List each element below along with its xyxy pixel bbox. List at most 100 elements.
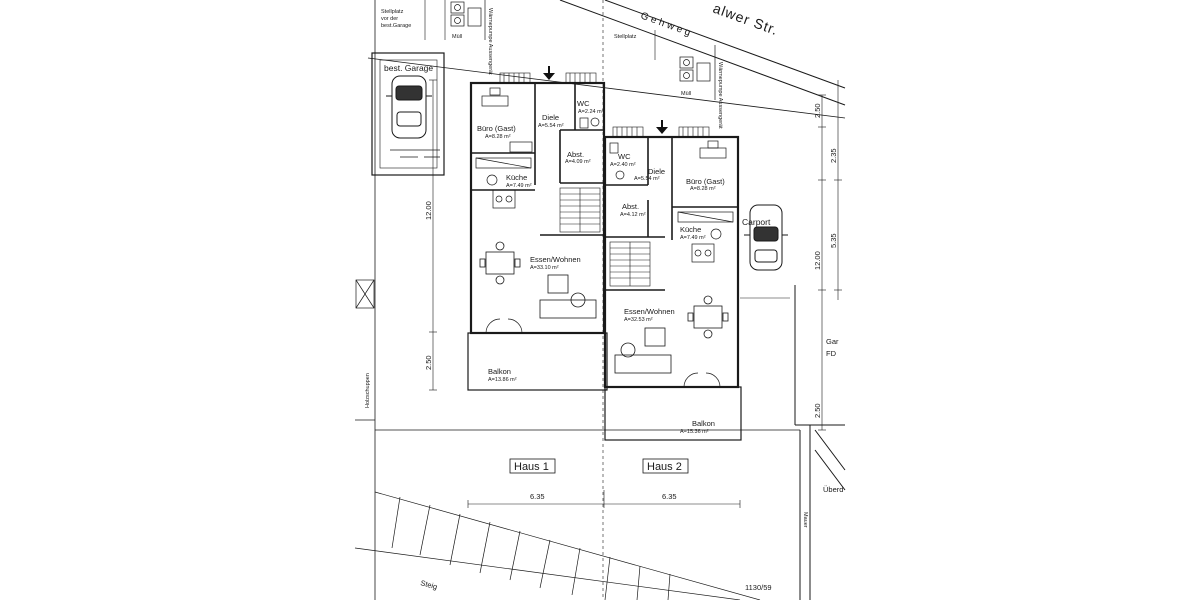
dim-right-balcony: 2.50	[813, 403, 822, 418]
h1-essen-name: Essen/Wohnen	[530, 255, 581, 264]
h2-essen-area: A=32.53 m²	[624, 317, 653, 323]
h1-wc-fixtures	[579, 117, 600, 129]
neighbor-building	[794, 285, 846, 600]
parking-label-2: Stellplatz	[614, 34, 637, 40]
dim-left-balcony: 2.50	[424, 355, 433, 370]
dim-left-depth: 12.00	[424, 201, 433, 220]
h1-stairs	[559, 187, 601, 233]
h2-dining-table	[687, 295, 729, 339]
h1-kitchen-counter	[475, 157, 532, 209]
h1-entrance-arrow-icon	[543, 66, 555, 80]
h1-balkon-name: Balkon	[488, 367, 511, 376]
dim-width-h1: 6.35	[530, 492, 545, 501]
h2-stairs	[609, 241, 651, 287]
house-1-label: Haus 1	[514, 461, 549, 473]
h2-essen-name: Essen/Wohnen	[624, 307, 675, 316]
neighbor-fd-label: FD	[826, 349, 837, 358]
h2-abst-name: Abst.	[622, 202, 639, 211]
woodshed-label: Holzschuppen	[365, 373, 371, 408]
path-hatching	[354, 491, 761, 600]
fence-posts-2	[602, 0, 656, 600]
sidewalk-label: Gehweg	[639, 10, 695, 39]
house-2	[603, 120, 742, 441]
h2-sofa	[614, 327, 672, 374]
h1-abst-area: A=4.09 m²	[565, 159, 591, 165]
h1-balkon-area: A=13.86 m²	[488, 377, 517, 383]
waste-label-2: Müll	[681, 91, 691, 97]
h1-dining-table	[479, 241, 521, 285]
h2-window-top-right	[678, 126, 710, 138]
street-lines	[559, 0, 846, 106]
h2-kueche-name: Küche	[680, 225, 701, 234]
left-dimension-line	[429, 79, 437, 391]
h2-patio-doors	[683, 372, 721, 388]
h2-abst-area: A=4.12 m²	[620, 212, 646, 218]
waste-bins-2	[679, 45, 716, 100]
dim-width-h2: 6.35	[662, 492, 677, 501]
neighbor-roof-label: Überd	[823, 485, 843, 494]
wall-label: Mauer	[802, 512, 808, 528]
h1-essen-area: A=33.10 m²	[530, 265, 559, 271]
dim-right-depth: 12.00	[813, 251, 822, 270]
h2-balkon-name: Balkon	[692, 419, 715, 428]
h2-buero-area: A=8.28 m²	[690, 186, 716, 192]
car-icon	[386, 75, 432, 139]
h1-buero-area: A=8.28 m²	[485, 134, 511, 140]
heatpump-label-1: Wärmepumpe Aussengerät	[487, 8, 493, 75]
plan-number: 1130/59	[745, 583, 772, 592]
h1-wc-name: WC	[577, 99, 590, 108]
h2-wc-name: WC	[618, 152, 631, 161]
dim-right-2: 2.35	[829, 148, 838, 163]
neighbor-garage-label: Gar	[826, 337, 839, 346]
h2-buero-name: Büro (Gast)	[686, 177, 725, 186]
garage-floor-marks	[390, 149, 440, 158]
carport	[740, 204, 790, 299]
h2-entrance-arrow-icon	[656, 120, 668, 134]
h2-kueche-area: A=7.49 m²	[680, 235, 706, 241]
parking-label-1c: best.Garage	[381, 23, 411, 29]
h2-office-desk	[699, 140, 727, 159]
h1-wc-area: A=2.24 m²	[578, 109, 604, 115]
h2-diele-area: A=5.54 m²	[634, 176, 660, 182]
h1-kueche-name: Küche	[506, 173, 527, 182]
h1-window-top-left	[499, 72, 531, 84]
h2-kitchen-counter	[677, 211, 734, 263]
dim-right-3: 5.35	[829, 233, 838, 248]
h2-wc-area: A=2.40 m²	[610, 162, 636, 168]
house-1-label-box: Haus 1	[509, 458, 556, 474]
h1-buero-name: Büro (Gast)	[477, 124, 516, 133]
h1-abst-name: Abst.	[567, 150, 584, 159]
h1-sofa	[539, 274, 597, 319]
house-2-label: Haus 2	[647, 461, 682, 473]
parking-label-1: Stellplatz	[381, 9, 404, 15]
carport-car-icon	[744, 204, 788, 271]
h1-window-top-right	[565, 72, 597, 84]
h1-balcony	[467, 332, 608, 391]
waste-bins-1	[450, 0, 486, 40]
waste-label-1: Müll	[452, 34, 462, 40]
house-2-label-box: Haus 2	[642, 458, 689, 474]
h2-balcony	[604, 386, 742, 441]
h2-balkon-area: A=15.36 m²	[680, 429, 709, 435]
h1-interior-walls	[471, 83, 604, 236]
fence-posts	[424, 0, 446, 40]
h2-window-top-left	[612, 126, 644, 138]
carport-label: Carport	[742, 217, 771, 227]
dim-right-1: 2.50	[813, 103, 822, 118]
path-label: Steig	[419, 578, 438, 591]
site-boundary	[355, 0, 846, 600]
h2-wc-fixtures	[609, 142, 625, 180]
h1-patio-doors	[485, 318, 523, 334]
h1-office-desk	[481, 87, 533, 153]
h1-diele-area: A=5.54 m²	[538, 123, 564, 129]
street-name: alwer Str.	[711, 0, 781, 38]
width-dimension-line	[467, 490, 741, 508]
h1-kueche-area: A=7.49 m²	[506, 183, 532, 189]
garage-label: best. Garage	[384, 63, 433, 73]
parking-label-1b: vor der	[381, 16, 398, 22]
heatpump-label-2: Wärmepumpe Aussengerät	[717, 62, 723, 129]
h2-interior-walls	[605, 137, 738, 291]
h2-diele-name: Diele	[648, 167, 665, 176]
woodshed-box	[355, 279, 375, 309]
